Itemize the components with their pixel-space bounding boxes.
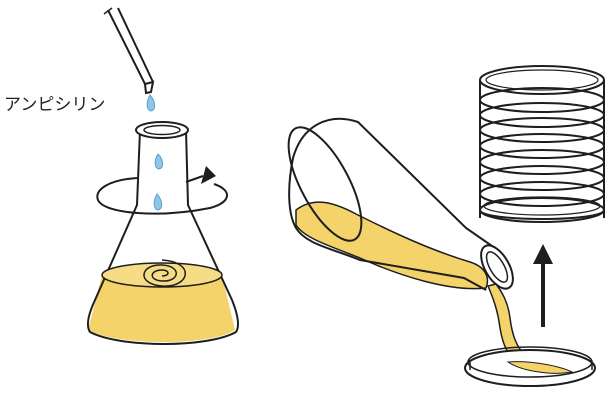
up-arrow xyxy=(533,244,553,327)
swirl-flask xyxy=(88,122,238,344)
pipette xyxy=(104,8,153,93)
ampicillin-drops xyxy=(147,95,163,210)
swirl-arrow xyxy=(97,166,227,214)
petri-dish-stack xyxy=(480,66,604,222)
petri-dish xyxy=(465,347,595,386)
